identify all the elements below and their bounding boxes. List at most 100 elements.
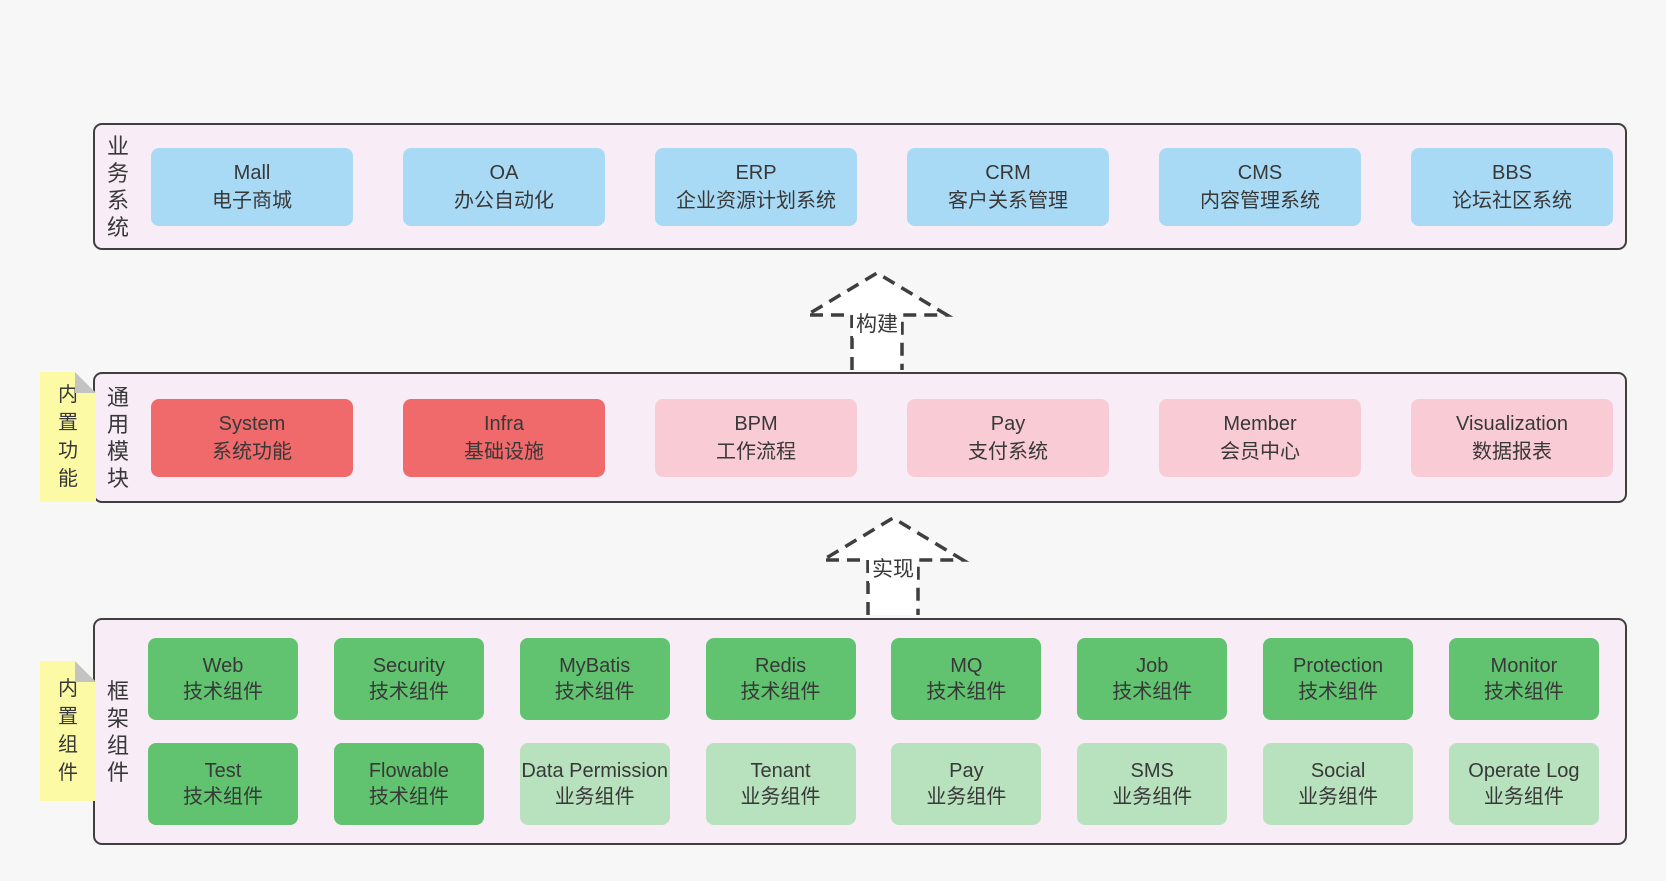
- box-subtitle: 技术组件: [926, 681, 1007, 703]
- box-title: Monitor: [1490, 655, 1558, 677]
- box-title: Social: [1310, 760, 1366, 782]
- note-text: 内置功能: [58, 384, 78, 490]
- box-pay-component: Pay 业务组件: [891, 743, 1042, 825]
- box-title: Data Permission: [521, 760, 669, 782]
- box-title: Protection: [1293, 655, 1384, 677]
- box-oa: OA 办公自动化: [403, 147, 605, 226]
- implement-arrow-label: 实现: [869, 553, 917, 583]
- box-title: Visualization: [1456, 412, 1568, 435]
- note-text: 内置组件: [58, 678, 78, 784]
- box-subtitle: 技术组件: [183, 786, 263, 808]
- box-subtitle: 企业资源计划系统: [676, 189, 836, 212]
- box-pay-module: Pay 支付系统: [907, 398, 1109, 477]
- box-social: Social 业务组件: [1263, 743, 1414, 825]
- box-title: Job: [1136, 655, 1169, 677]
- box-title: SMS: [1130, 760, 1174, 782]
- box-subtitle: 技术组件: [554, 681, 635, 703]
- box-bbs: BBS 论坛社区系统: [1411, 147, 1613, 226]
- box-subtitle: 会员中心: [1220, 440, 1300, 463]
- box-web: Web 技术组件: [148, 638, 298, 720]
- box-infra: Infra 基础设施: [403, 398, 605, 477]
- box-title: Web: [202, 655, 244, 677]
- box-subtitle: 业务组件: [554, 786, 635, 808]
- box-title: BPM: [734, 412, 778, 435]
- layer-label-framework-components: 框架组件: [107, 678, 131, 785]
- box-title: Tenant: [750, 760, 811, 782]
- box-title: MyBatis: [559, 655, 631, 677]
- box-bpm: BPM 工作流程: [655, 398, 857, 477]
- box-title: Operate Log: [1468, 760, 1580, 782]
- box-subtitle: 系统功能: [212, 440, 292, 463]
- box-tenant: Tenant 业务组件: [705, 743, 856, 825]
- layer-common-modules: 通用模块 System 系统功能 Infra 基础设施 BPM 工作流程 Pay…: [93, 372, 1627, 503]
- sticky-note-builtin-features: 内置功能: [40, 372, 96, 502]
- build-arrow: 构建: [797, 270, 957, 370]
- layer-business-systems: 业务系统 Mall 电子商城 OA 办公自动化 ERP 企业资源计划系统 CRM…: [93, 123, 1627, 250]
- layer-framework-components: 框架组件 Web 技术组件 Security 技术组件 MyBatis 技术组件…: [93, 618, 1627, 845]
- box-subtitle: 业务组件: [1298, 786, 1379, 808]
- box-subtitle: 电子商城: [212, 189, 292, 212]
- box-subtitle: 业务组件: [1112, 786, 1193, 808]
- implement-arrow: 实现: [813, 515, 973, 615]
- box-monitor: Monitor 技术组件: [1448, 638, 1599, 720]
- box-subtitle: 数据报表: [1472, 440, 1552, 463]
- box-member: Member 会员中心: [1159, 398, 1361, 477]
- box-title: BBS: [1491, 161, 1533, 184]
- box-title: Mall: [233, 161, 271, 184]
- box-subtitle: 技术组件: [1298, 681, 1379, 703]
- box-subtitle: 技术组件: [368, 786, 449, 808]
- box-subtitle: 办公自动化: [454, 189, 554, 212]
- box-subtitle: 技术组件: [368, 681, 449, 703]
- box-title: Redis: [754, 655, 807, 677]
- box-title: CMS: [1237, 161, 1283, 184]
- box-title: Security: [372, 655, 445, 677]
- box-title: MQ: [950, 655, 983, 677]
- box-redis: Redis 技术组件: [705, 638, 856, 720]
- box-erp: ERP 企业资源计划系统: [655, 147, 857, 226]
- box-subtitle: 技术组件: [183, 681, 263, 703]
- box-title: System: [218, 412, 286, 435]
- box-operate-log: Operate Log 业务组件: [1448, 743, 1599, 825]
- box-mybatis: MyBatis 技术组件: [519, 638, 670, 720]
- box-title: OA: [489, 161, 519, 184]
- box-title: Test: [204, 760, 242, 782]
- box-subtitle: 内容管理系统: [1200, 189, 1320, 212]
- box-subtitle: 技术组件: [1483, 681, 1564, 703]
- box-title: Infra: [483, 412, 525, 435]
- box-title: ERP: [735, 161, 777, 184]
- framework-components-grid: Web 技术组件 Security 技术组件 MyBatis 技术组件 Redi…: [148, 620, 1599, 843]
- box-subtitle: 业务组件: [740, 786, 821, 808]
- layer-label-common-modules: 通用模块: [107, 384, 131, 491]
- box-title: CRM: [985, 161, 1031, 184]
- build-arrow-label: 构建: [853, 308, 901, 338]
- box-cms: CMS 内容管理系统: [1159, 147, 1361, 226]
- layer-label-business-systems: 业务系统: [107, 133, 131, 240]
- box-title: Pay: [949, 760, 984, 782]
- box-crm: CRM 客户关系管理: [907, 147, 1109, 226]
- box-subtitle: 支付系统: [968, 440, 1048, 463]
- box-subtitle: 技术组件: [740, 681, 821, 703]
- box-mq: MQ 技术组件: [891, 638, 1042, 720]
- sticky-note-builtin-components: 内置组件: [40, 661, 96, 801]
- box-test: Test 技术组件: [148, 743, 298, 825]
- box-title: Flowable: [368, 760, 449, 782]
- business-systems-row: Mall 电子商城 OA 办公自动化 ERP 企业资源计划系统 CRM 客户关系…: [151, 125, 1613, 248]
- box-subtitle: 业务组件: [926, 786, 1007, 808]
- box-subtitle: 基础设施: [464, 440, 544, 463]
- box-subtitle: 论坛社区系统: [1452, 189, 1572, 212]
- box-sms: SMS 业务组件: [1077, 743, 1228, 825]
- box-subtitle: 客户关系管理: [948, 189, 1068, 212]
- box-job: Job 技术组件: [1077, 638, 1228, 720]
- box-subtitle: 工作流程: [716, 440, 796, 463]
- box-subtitle: 业务组件: [1483, 786, 1564, 808]
- box-title: Pay: [990, 412, 1026, 435]
- box-security: Security 技术组件: [333, 638, 484, 720]
- box-title: Member: [1223, 412, 1297, 435]
- box-protection: Protection 技术组件: [1263, 638, 1414, 720]
- box-flowable: Flowable 技术组件: [333, 743, 484, 825]
- box-subtitle: 技术组件: [1112, 681, 1193, 703]
- box-system: System 系统功能: [151, 398, 353, 477]
- box-data-permission: Data Permission 业务组件: [519, 743, 670, 825]
- common-modules-row: System 系统功能 Infra 基础设施 BPM 工作流程 Pay 支付系统…: [151, 374, 1613, 501]
- box-visualization: Visualization 数据报表: [1411, 398, 1613, 477]
